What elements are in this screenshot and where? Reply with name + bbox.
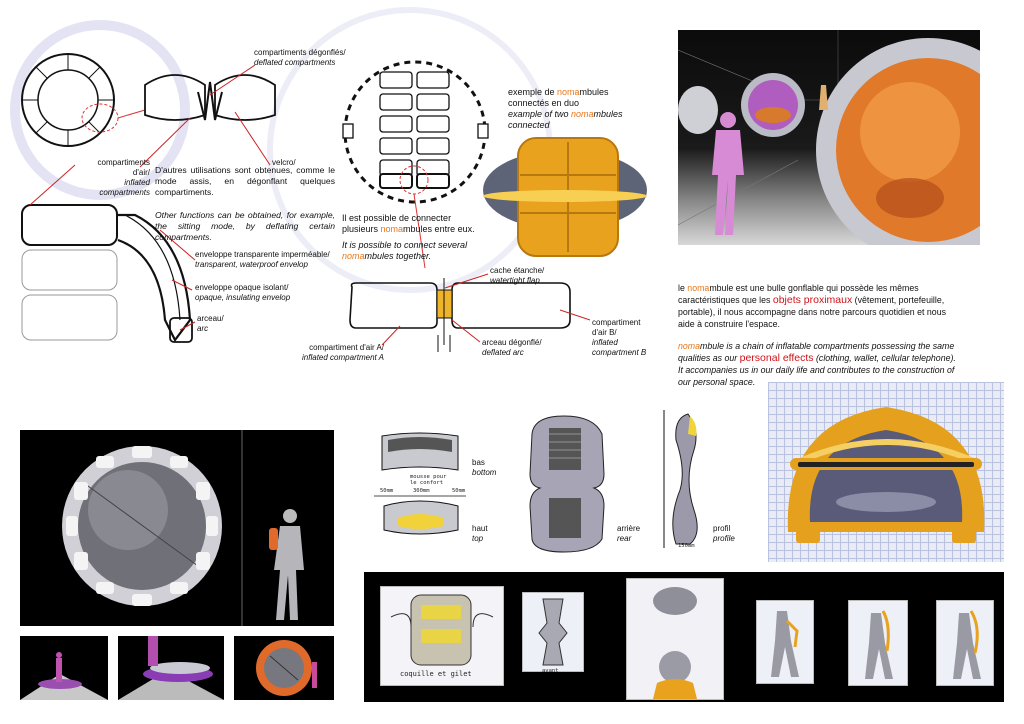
other-uses-en: Other functions can be obtained, for exa… [155, 210, 335, 242]
front-view-caption: avant [542, 668, 559, 674]
front-view-sketch [522, 592, 584, 672]
deflated-arc-label: arceau dégonflé/deflated arc [482, 338, 542, 357]
dim-50mm-left: 50mm [380, 488, 394, 494]
figure-sketch-3 [848, 600, 908, 686]
gallery-render [678, 30, 980, 245]
watertight-flap-label: cache étanche/watertight flap [490, 266, 545, 285]
nomambule-description-fr: le nomambule est une bulle gonflable qui… [678, 283, 946, 329]
velcro-label: velcro/ [272, 158, 296, 167]
profile-view-sketch [663, 410, 698, 548]
connect-caption: Il est possible de connecter plusieurs n… [342, 213, 475, 261]
thumb-render-3 [234, 636, 334, 700]
figure-sketch-1 [626, 578, 724, 700]
thumb-render-2 [118, 636, 224, 700]
transparent-envelop-label: enveloppe transparente imperméable/trans… [195, 250, 330, 269]
shell-vest-caption: coquille et gilet [400, 670, 472, 678]
bubble-grid-drawing [768, 382, 1004, 562]
figure-sketch-2 [756, 600, 814, 684]
duo-example-caption: exemple de nomambules connectés en duo e… [508, 87, 623, 130]
nomambule-description-en: nomambule is a chain of inflatable compa… [678, 341, 956, 387]
bas-haut-sketch [374, 432, 466, 535]
arc-label: arceau/arc [197, 314, 224, 333]
figure-sketch-4 [936, 600, 994, 686]
rear-view-sketch [529, 415, 605, 553]
dim-300mm: 300mm [413, 488, 430, 494]
shell-vest-sketch [380, 586, 504, 686]
deflated-compartments-label: compartiments dégonflés/deflated compart… [254, 48, 346, 67]
dim-150mm: 150mm [678, 543, 695, 549]
dim-50mm-right: 50mm [452, 488, 466, 494]
opaque-envelop-label: enveloppe opaque isolant/opaque, insulat… [195, 283, 291, 302]
other-uses-fr: D'autres utilisations sont obtenues, com… [155, 165, 335, 197]
compartment-a-label: compartiment d'air A/inflated compartmen… [302, 343, 384, 362]
thumb-render-1 [20, 636, 108, 700]
bubble-front-render [20, 430, 334, 626]
